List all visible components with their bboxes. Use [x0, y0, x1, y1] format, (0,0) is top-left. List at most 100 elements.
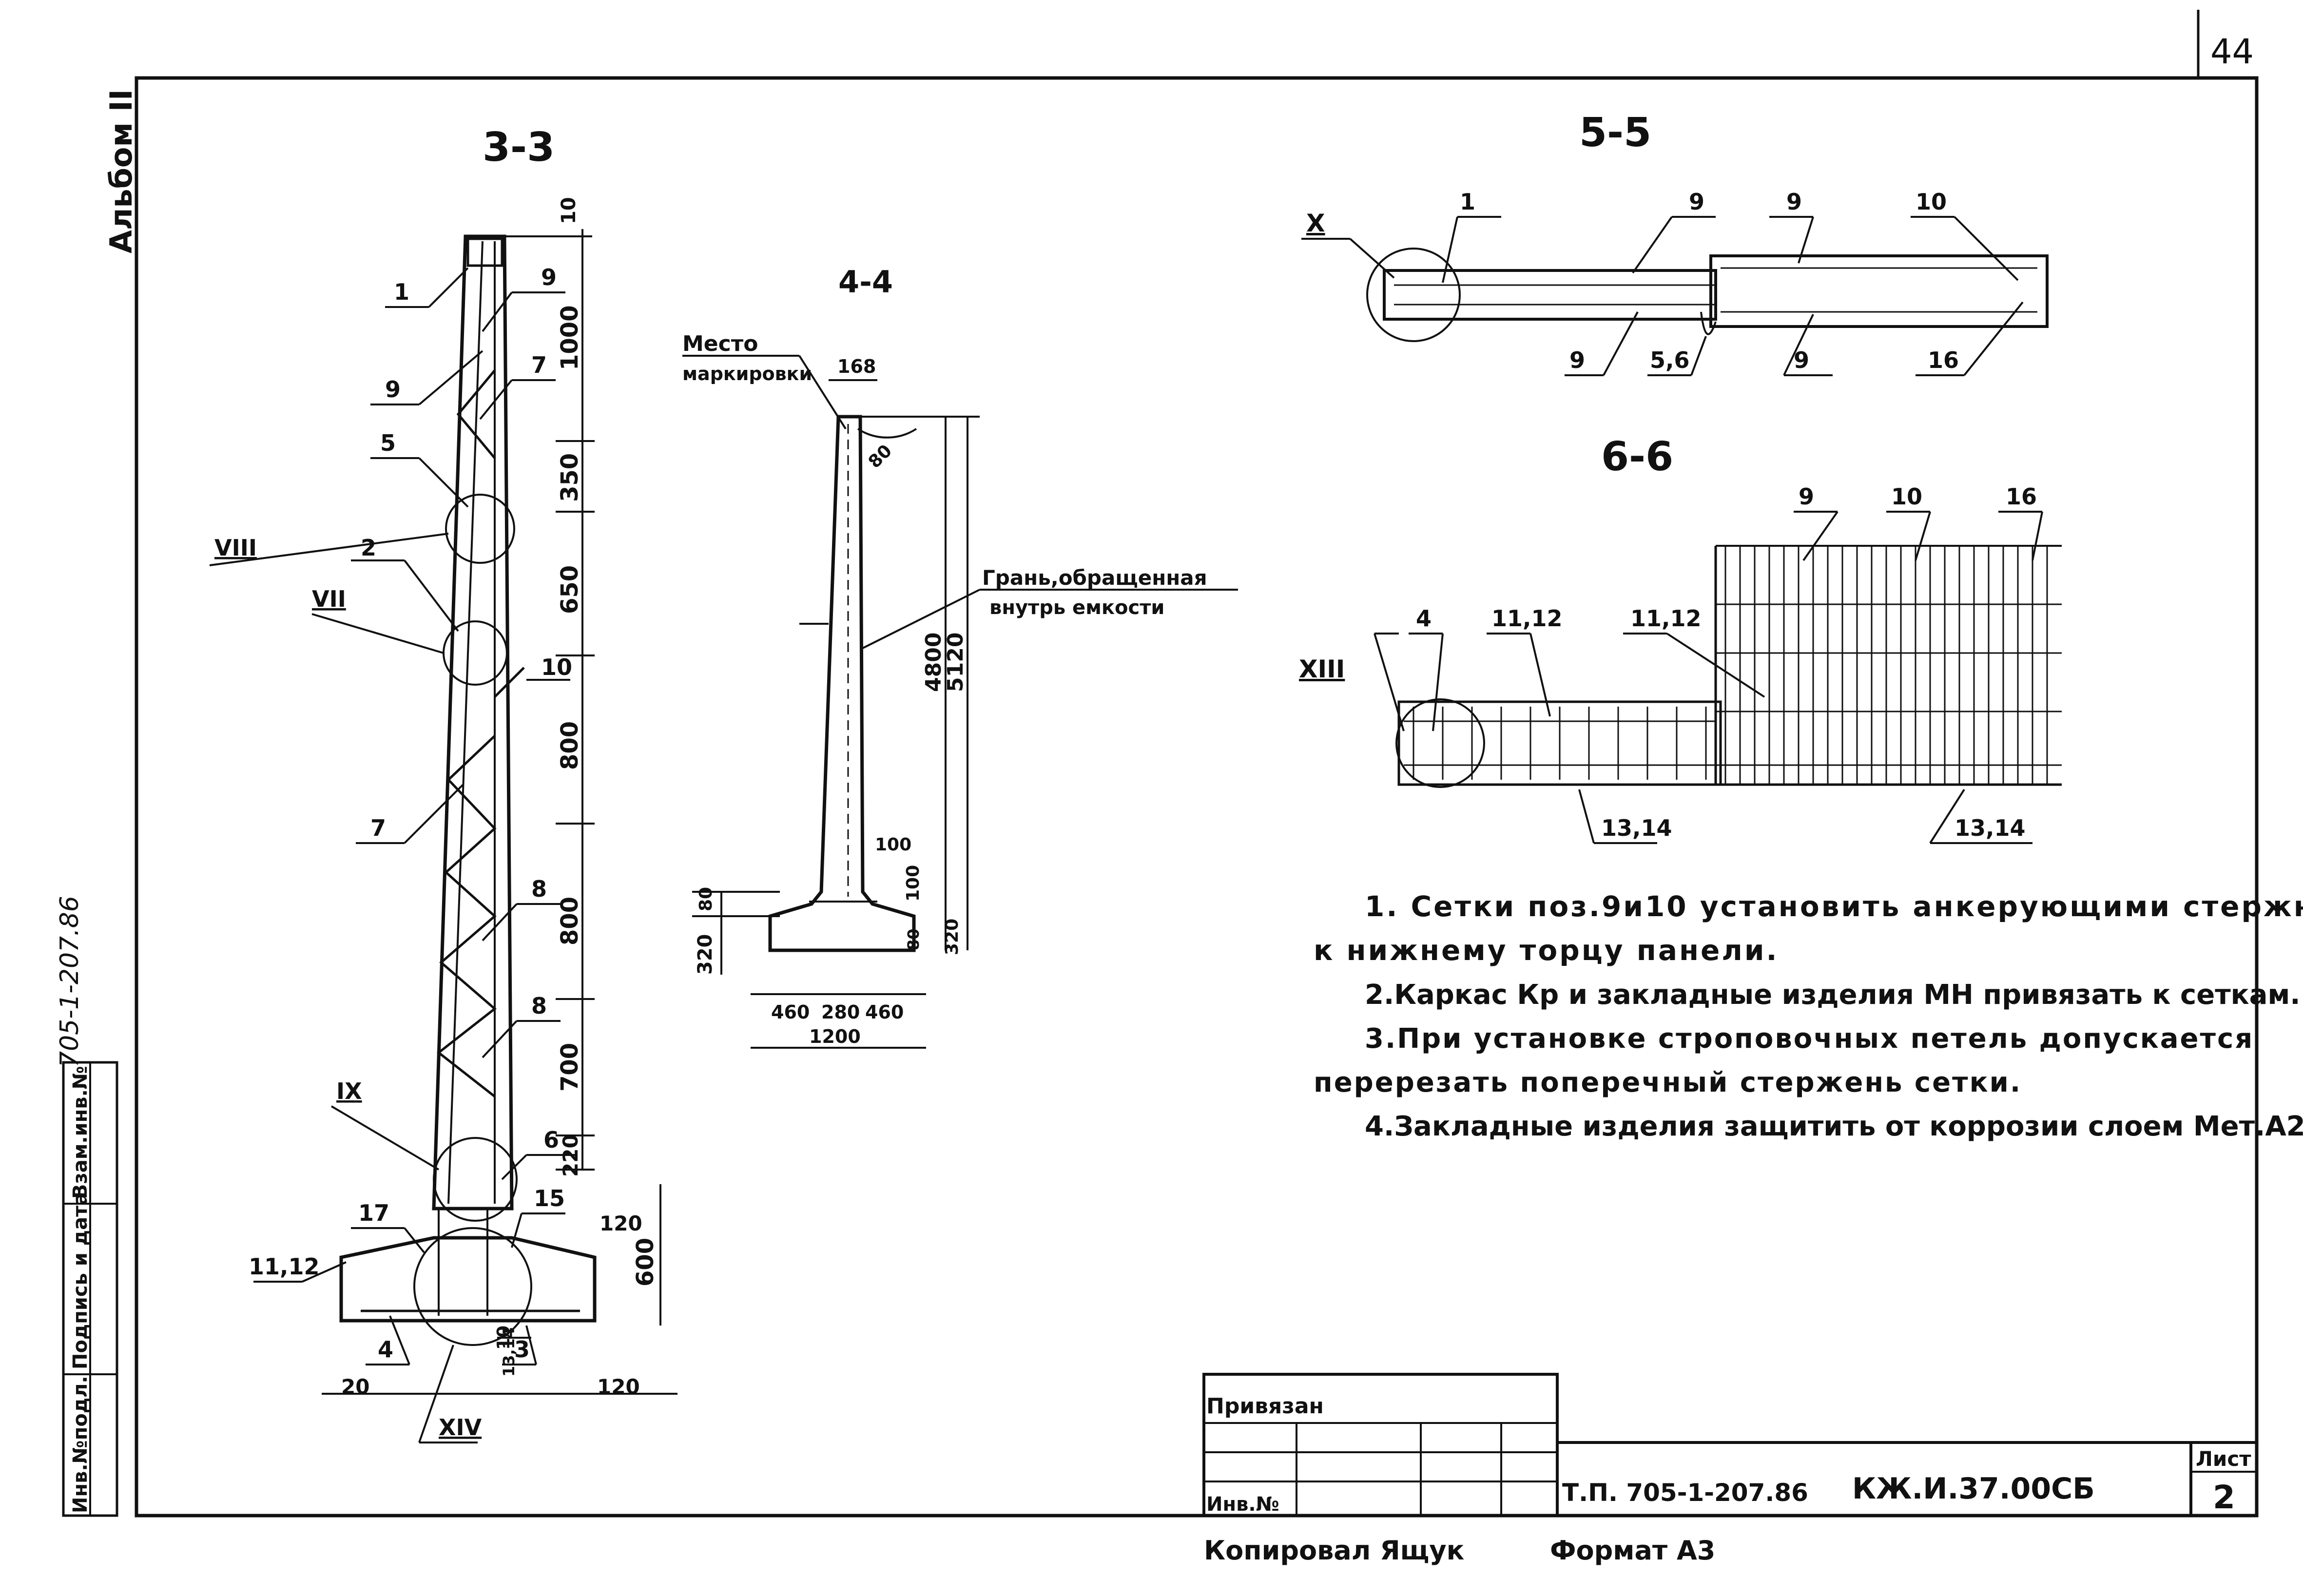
s33-pos-10: 10	[541, 654, 572, 680]
s33-pos-6: 6	[543, 1127, 559, 1153]
s55-detail-X: X	[1306, 209, 1325, 237]
s33-pos-13-14: 13,14	[500, 1327, 518, 1377]
s33-pos-7a: 7	[531, 352, 547, 378]
s44-dim-100a: 100	[875, 835, 911, 855]
s44-dim-168: 168	[837, 356, 876, 377]
s33-dim-350: 350	[556, 453, 583, 502]
s66-label-13-14b: 13,14	[1955, 815, 2026, 841]
s33-dim-800b: 800	[556, 897, 583, 945]
s55-label-9a: 9	[1689, 189, 1704, 215]
s44-dim-5120: 5120	[943, 633, 968, 692]
s33-dim-800a: 800	[556, 721, 583, 770]
album-label: Альбом II	[103, 89, 139, 253]
s33-detail-VIII: VIII	[214, 535, 257, 561]
s33-pos-1: 1	[394, 279, 409, 305]
title-inv-no: Инв.№	[1206, 1493, 1279, 1516]
s33-pos-4: 4	[378, 1336, 393, 1363]
s55-label-10: 10	[1916, 189, 1947, 215]
s44-label-face-2: внутрь емкости	[989, 596, 1164, 619]
stamp-replaced-inv: Взам.инв.№	[69, 1066, 92, 1199]
s33-pos-11-12: 11,12	[249, 1253, 320, 1280]
s66-label-16: 16	[2006, 483, 2037, 510]
page-number: 44	[2210, 32, 2254, 72]
section-6-6-bars	[1413, 546, 2048, 785]
s44-dim-80-left: 80	[696, 887, 716, 911]
section-3-3-footing	[339, 1236, 597, 1323]
s33-detail-VII: VII	[312, 586, 346, 612]
s44-dim-280: 280	[821, 1001, 860, 1023]
s33-pos-8a: 8	[531, 876, 547, 902]
s66-label-11-12a: 11,12	[1491, 605, 1563, 632]
title-sheet-number: 2	[2213, 1479, 2235, 1516]
note-2: 2.Каркас Кр и закладные изделия МН привя…	[1365, 979, 2301, 1011]
s44-label-place-1: Место	[682, 331, 758, 356]
section-3-3: 3-3 10 1000 350	[209, 124, 677, 1443]
s55-label-9d: 9	[1794, 347, 1809, 373]
section-5-5-thick-part	[1709, 254, 2049, 328]
s33-pos-17: 17	[358, 1200, 389, 1226]
s33-detail-XIV: XIV	[439, 1414, 482, 1441]
project-code-vertical: 705-1-207.86	[55, 896, 84, 1067]
title-privyazan: Привязан	[1206, 1394, 1324, 1419]
s44-dim-80b: 80	[904, 928, 923, 950]
title-drawing-code: КЖ.И.37.00СБ	[1852, 1472, 2095, 1506]
section-4-4-title: 4-4	[838, 264, 893, 300]
s33-pos-3: 3	[514, 1336, 530, 1363]
s66-label-11-12b: 11,12	[1630, 605, 1702, 632]
s44-dim-320-right: 320	[942, 919, 962, 955]
section-5-5-thin-part	[1383, 269, 1717, 321]
side-stamp: Инв.№подл. Подпись и дата Взам.инв.№	[62, 1061, 118, 1517]
section-3-3-title: 3-3	[483, 124, 555, 171]
title-copied-by: Копировал Ящук	[1204, 1535, 1464, 1566]
section-6-6-title: 6-6	[1601, 434, 1673, 480]
s44-dim-460a: 460	[771, 1001, 810, 1023]
section-5-5: 5-5 1 9 9 10 9 5,6 9 16 X	[1301, 110, 2049, 376]
s66-label-13-14a: 13,14	[1601, 815, 1672, 841]
s66-label-4: 4	[1416, 605, 1432, 632]
stamp-signature-date: Подпись и дата	[69, 1192, 92, 1369]
note-1: 1. Сетки поз.9и10 установить анкерующими…	[1365, 890, 2303, 923]
section-4-4-profile	[768, 415, 916, 952]
s55-label-5-6: 5,6	[1650, 347, 1690, 373]
note-3-cont: перерезать поперечный стержень сетки.	[1314, 1067, 2022, 1098]
s33-detail-IX: IX	[336, 1078, 362, 1104]
s33-pos-9b: 9	[385, 376, 401, 403]
title-block: Привязан Инв.№ Т.П. 705-1-207.86 КЖ.И.37…	[1202, 1373, 2257, 1566]
note-4: 4.Закладные изделия защитить от коррозии…	[1365, 1111, 2303, 1142]
s66-label-9: 9	[1799, 483, 1814, 510]
s33-dim-1000: 1000	[556, 305, 583, 370]
s44-dim-460b: 460	[865, 1001, 904, 1023]
s55-label-1: 1	[1460, 189, 1475, 215]
s33-dim-650: 650	[556, 565, 583, 614]
s33-dim-120b: 120	[597, 1375, 640, 1399]
s55-label-9c: 9	[1569, 347, 1585, 373]
s33-dim-120a: 120	[600, 1211, 642, 1235]
s44-dim-1200: 1200	[809, 1026, 861, 1047]
title-format: Формат А3	[1550, 1535, 1715, 1566]
s66-label-10: 10	[1891, 483, 1922, 510]
s44-dim-80-angle: 80	[865, 441, 896, 472]
sheet-frame	[135, 76, 2259, 1518]
s44-label-place-2: маркировки	[682, 363, 812, 385]
s33-dim-top: 10	[558, 197, 580, 224]
s33-pos-7b: 7	[370, 815, 386, 841]
s33-dim-600: 600	[632, 1238, 659, 1287]
title-sheet-label: Лист	[2196, 1447, 2251, 1471]
s55-label-9b: 9	[1786, 189, 1802, 215]
section-6-6-thin-part	[1397, 700, 1722, 786]
s44-dim-100b: 100	[903, 865, 923, 902]
note-1-cont: к нижнему торцу панели.	[1314, 934, 1779, 967]
s33-pos-2: 2	[361, 535, 376, 561]
section-4-4: 4-4 168 80 4800 5120 100 100 80 320 320 …	[682, 264, 1238, 1049]
title-project-number: Т.П. 705-1-207.86	[1562, 1479, 1808, 1507]
s66-detail-XIII: XIII	[1299, 655, 1345, 683]
section-3-3-wall	[432, 234, 514, 1211]
s33-dim-700: 700	[556, 1043, 583, 1092]
s44-label-face-1: Грань,обращенная	[982, 566, 1207, 590]
s33-pos-15: 15	[534, 1185, 565, 1211]
s44-dim-320-left: 320	[694, 934, 716, 975]
s44-dim-4800: 4800	[921, 633, 946, 692]
s33-pos-5: 5	[380, 430, 396, 456]
